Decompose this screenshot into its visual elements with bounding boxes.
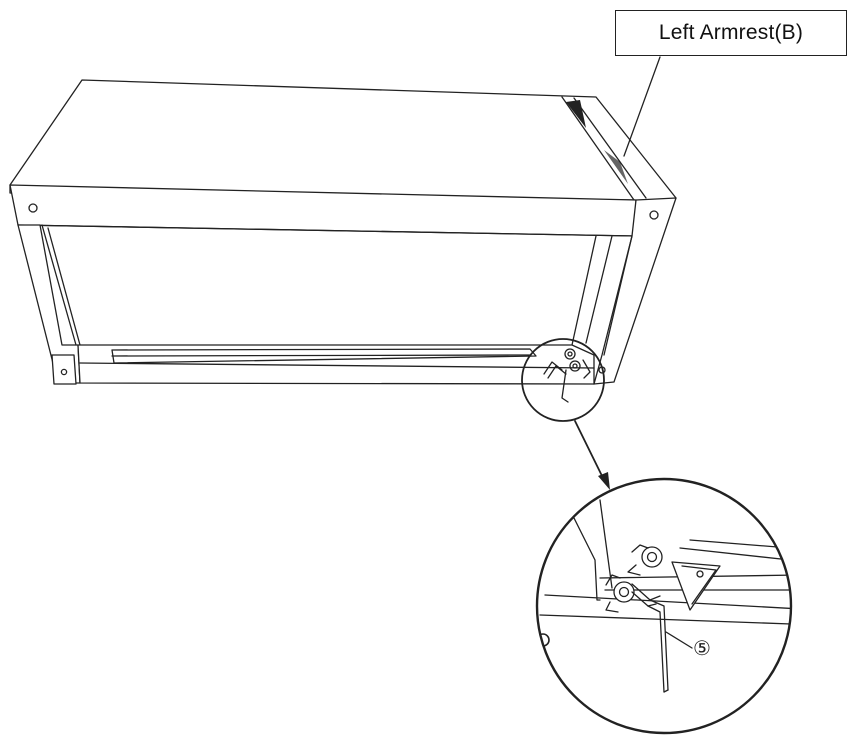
detail-triangle-bracket [672, 562, 720, 610]
hole-right-top [650, 211, 658, 219]
magnifier-small-circle [522, 339, 604, 421]
armrest-top-face [10, 80, 676, 205]
armrest-end-cap [562, 97, 634, 200]
detail-view [537, 500, 820, 692]
detail-hex-key [632, 584, 668, 692]
detail-arrow-line [575, 421, 604, 480]
detail-arrow-head [598, 472, 610, 490]
hole-left-bottom [61, 369, 66, 374]
detail-circle-outline [537, 479, 791, 733]
armrest-box [10, 80, 676, 402]
left-armrest-label: Left Armrest(B) [615, 10, 847, 56]
part-number-label: ⑤ [693, 636, 711, 660]
callout-leader-line [624, 57, 660, 156]
detail-lower-bolt [606, 575, 634, 612]
armrest-end-cap-shade [604, 150, 628, 184]
armrest-end-cap [574, 98, 646, 198]
hole-left-top [29, 204, 37, 212]
joint-hardware-small [544, 349, 590, 402]
detail-upper-bolt [628, 545, 662, 575]
part-number-leader [666, 632, 692, 648]
armrest-end-cap-shade [566, 100, 586, 128]
